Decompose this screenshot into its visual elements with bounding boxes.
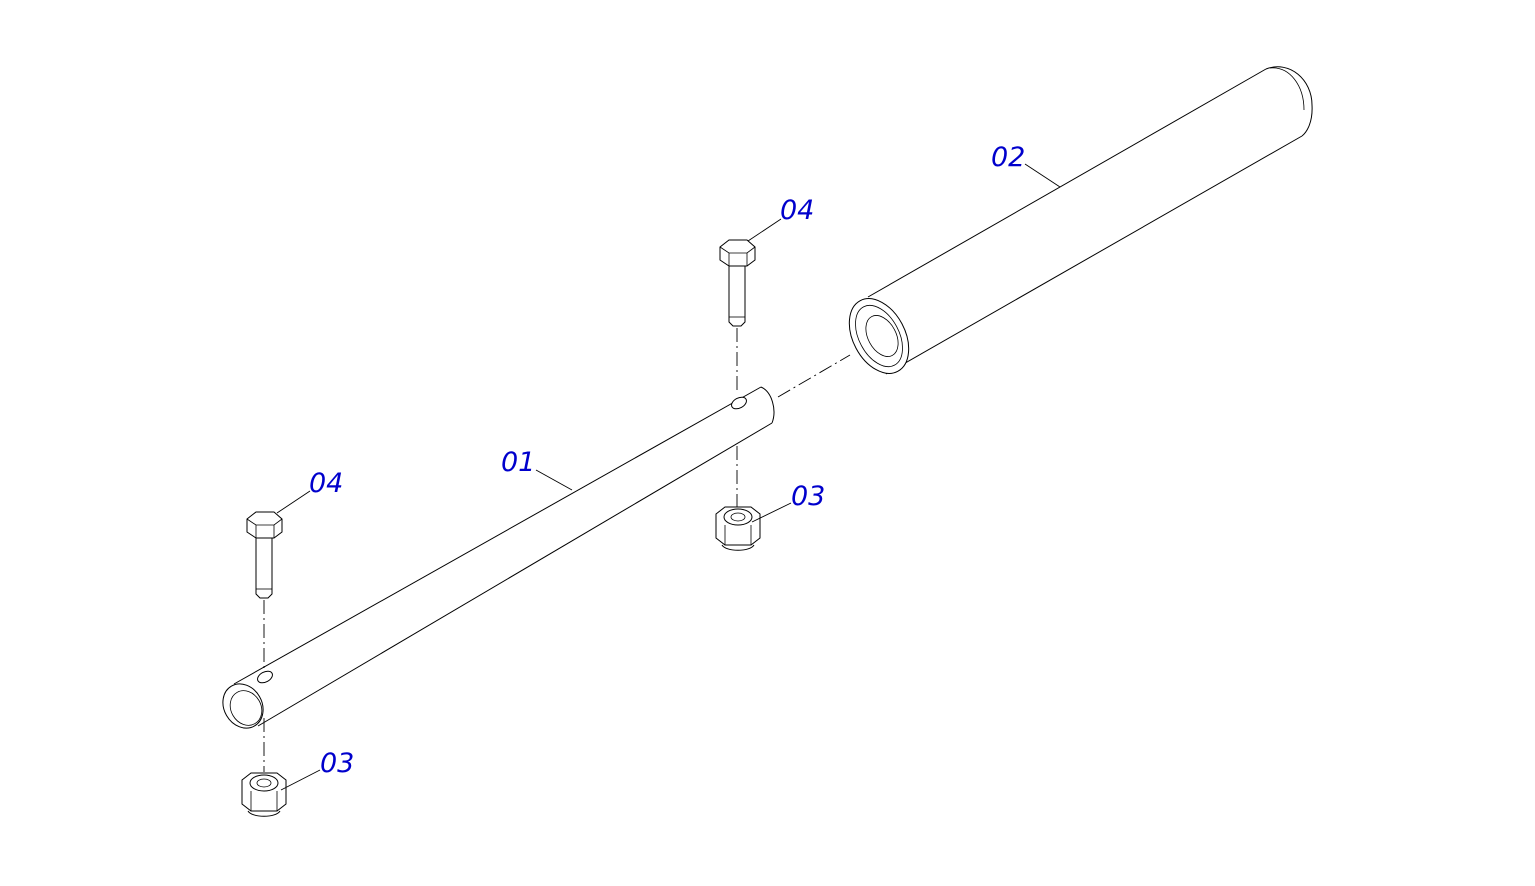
part-04-bolt-left [246,511,283,599]
part-03-nut-bottom [241,772,287,817]
pin-hole-right [731,396,747,410]
part-01-pin [222,386,775,729]
callout-01: 01 [501,447,535,478]
part-04-bolt-top [719,239,756,327]
leader-lines [276,163,1061,791]
part-02-sleeve [848,66,1313,375]
callout-04-left: 04 [309,468,343,499]
callout-03-bottom: 03 [320,748,354,779]
pin-hole-left [257,670,273,684]
callout-04-top: 04 [780,195,814,226]
callout-03-mid: 03 [791,481,825,512]
center-lines [263,328,851,772]
callout-02: 02 [991,142,1025,173]
part-03-nut-mid [715,506,761,551]
